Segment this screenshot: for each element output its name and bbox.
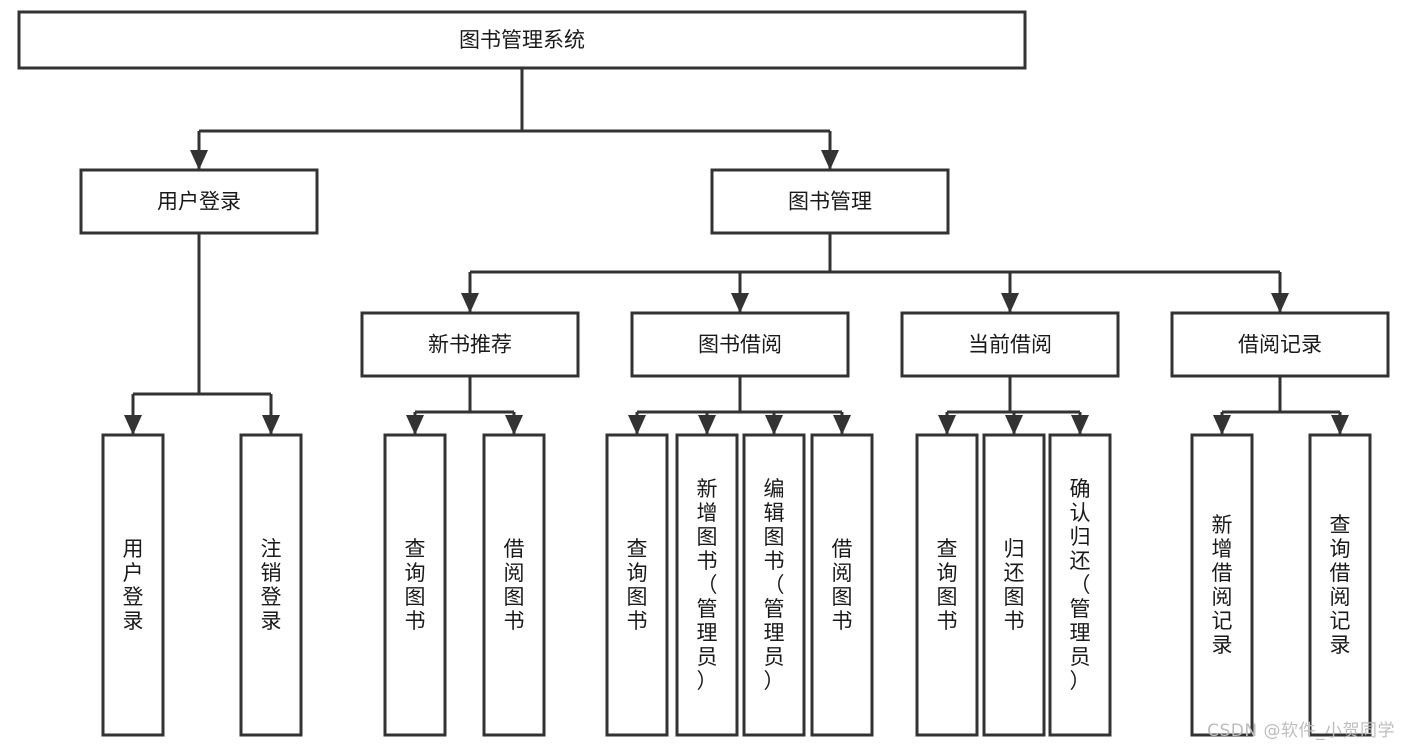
- arrow-head-icon: [1271, 293, 1289, 313]
- arrow-head-icon: [731, 293, 749, 313]
- node-查询借阅记录-leaf-12-label: 查询借阅记录: [1330, 513, 1351, 657]
- arrow-head-icon: [833, 415, 851, 435]
- node-新增图书管理员-leaf-5-box: [675, 433, 739, 737]
- node-图书借阅-l3-label: 图书借阅: [698, 333, 782, 357]
- arrow-head-icon: [190, 150, 208, 170]
- node-图书管理系统-root-label: 图书管理系统: [459, 28, 585, 52]
- node-图书管理-l2-box: [710, 168, 950, 235]
- node-用户登录-l2-box: [79, 168, 319, 235]
- node-用户登录-leaf-0-box: [101, 433, 165, 737]
- node-借阅图书-leaf-3-label: 借阅图书: [504, 537, 525, 633]
- node-归还图书-leaf-9-label: 归还图书: [1004, 537, 1025, 633]
- arrow-head-icon: [505, 415, 523, 435]
- node-查询图书-leaf-4[interactable]: 查询图书: [605, 433, 669, 737]
- arrow-head-icon: [1331, 415, 1349, 435]
- node-当前借阅-l3-label: 当前借阅: [968, 333, 1052, 357]
- node-图书管理-l2[interactable]: 图书管理: [710, 168, 950, 235]
- node-确认归还管理员-leaf-10-box: [1048, 433, 1112, 737]
- node-查询图书-leaf-2-label: 查询图书: [405, 537, 426, 633]
- node-查询图书-leaf-2-box: [383, 433, 447, 737]
- node-借阅图书-leaf-3-box: [482, 433, 546, 737]
- node-借阅记录-l3[interactable]: 借阅记录: [1170, 311, 1390, 378]
- node-注销登录-leaf-1-label: 注销登录: [261, 537, 282, 633]
- node-借阅图书-leaf-3[interactable]: 借阅图书: [482, 433, 546, 737]
- connector-layer: [124, 68, 1349, 435]
- node-新增图书管理员-leaf-5-label: 新增图书（管理员）: [697, 477, 718, 693]
- node-查询借阅记录-leaf-12[interactable]: 查询借阅记录: [1308, 433, 1372, 737]
- node-归还图书-leaf-9-box: [982, 433, 1046, 737]
- node-查询图书-leaf-8-label: 查询图书: [937, 537, 958, 633]
- node-借阅记录-l3-label: 借阅记录: [1238, 333, 1322, 357]
- node-借阅图书-leaf-7[interactable]: 借阅图书: [810, 433, 874, 737]
- node-查询图书-leaf-8-box: [915, 433, 979, 737]
- node-确认归还管理员-leaf-10-label: 确认归还（管理员）: [1070, 477, 1091, 693]
- node-新增借阅记录-leaf-11-box: [1190, 433, 1254, 737]
- node-归还图书-leaf-9[interactable]: 归还图书: [982, 433, 1046, 737]
- node-图书管理-l2-label: 图书管理: [788, 190, 872, 214]
- node-查询图书-leaf-8[interactable]: 查询图书: [915, 433, 979, 737]
- node-注销登录-leaf-1-box: [239, 433, 303, 737]
- node-借阅记录-l3-box: [1170, 311, 1390, 378]
- arrow-head-icon: [124, 415, 142, 435]
- node-layer: 图书管理系统用户登录图书管理新书推荐图书借阅当前借阅借阅记录用户登录注销登录查询…: [17, 10, 1390, 737]
- node-借阅图书-leaf-7-box: [810, 433, 874, 737]
- node-用户登录-l2-label: 用户登录: [157, 190, 241, 214]
- node-新增借阅记录-leaf-11-label: 新增借阅记录: [1212, 513, 1233, 657]
- node-当前借阅-l3-box: [900, 311, 1120, 378]
- arrow-head-icon: [765, 415, 783, 435]
- node-新书推荐-l3[interactable]: 新书推荐: [360, 311, 580, 378]
- node-图书借阅-l3-box: [630, 311, 850, 378]
- node-图书借阅-l3[interactable]: 图书借阅: [630, 311, 850, 378]
- arrow-head-icon: [821, 150, 839, 170]
- node-用户登录-leaf-0-label: 用户登录: [123, 537, 144, 633]
- arrow-head-icon: [406, 415, 424, 435]
- node-注销登录-leaf-1[interactable]: 注销登录: [239, 433, 303, 737]
- node-新增借阅记录-leaf-11[interactable]: 新增借阅记录: [1190, 433, 1254, 737]
- node-新书推荐-l3-label: 新书推荐: [428, 333, 512, 357]
- node-新书推荐-l3-box: [360, 311, 580, 378]
- node-编辑图书管理员-leaf-6-label: 编辑图书（管理员）: [764, 477, 785, 693]
- node-查询图书-leaf-4-box: [605, 433, 669, 737]
- node-查询图书-leaf-2[interactable]: 查询图书: [383, 433, 447, 737]
- node-当前借阅-l3[interactable]: 当前借阅: [900, 311, 1120, 378]
- arrow-head-icon: [628, 415, 646, 435]
- arrow-head-icon: [1005, 415, 1023, 435]
- watermark-text: CSDN @软件_小贺同学: [1207, 721, 1395, 741]
- node-用户登录-leaf-0[interactable]: 用户登录: [101, 433, 165, 737]
- node-查询借阅记录-leaf-12-box: [1308, 433, 1372, 737]
- node-图书管理系统-root-box: [17, 10, 1027, 70]
- arrow-head-icon: [1213, 415, 1231, 435]
- arrow-head-icon: [1001, 293, 1019, 313]
- node-新增图书管理员-leaf-5[interactable]: 新增图书（管理员）: [675, 433, 739, 737]
- node-查询图书-leaf-4-label: 查询图书: [627, 537, 648, 633]
- arrow-head-icon: [698, 415, 716, 435]
- node-编辑图书管理员-leaf-6-box: [742, 433, 806, 737]
- node-确认归还管理员-leaf-10[interactable]: 确认归还（管理员）: [1048, 433, 1112, 737]
- node-编辑图书管理员-leaf-6[interactable]: 编辑图书（管理员）: [742, 433, 806, 737]
- arrow-head-icon: [938, 415, 956, 435]
- arrow-head-icon: [1071, 415, 1089, 435]
- arrow-head-icon: [262, 415, 280, 435]
- arrow-head-icon: [461, 293, 479, 313]
- node-借阅图书-leaf-7-label: 借阅图书: [832, 537, 853, 633]
- node-用户登录-l2[interactable]: 用户登录: [79, 168, 319, 235]
- node-图书管理系统-root[interactable]: 图书管理系统: [17, 10, 1027, 70]
